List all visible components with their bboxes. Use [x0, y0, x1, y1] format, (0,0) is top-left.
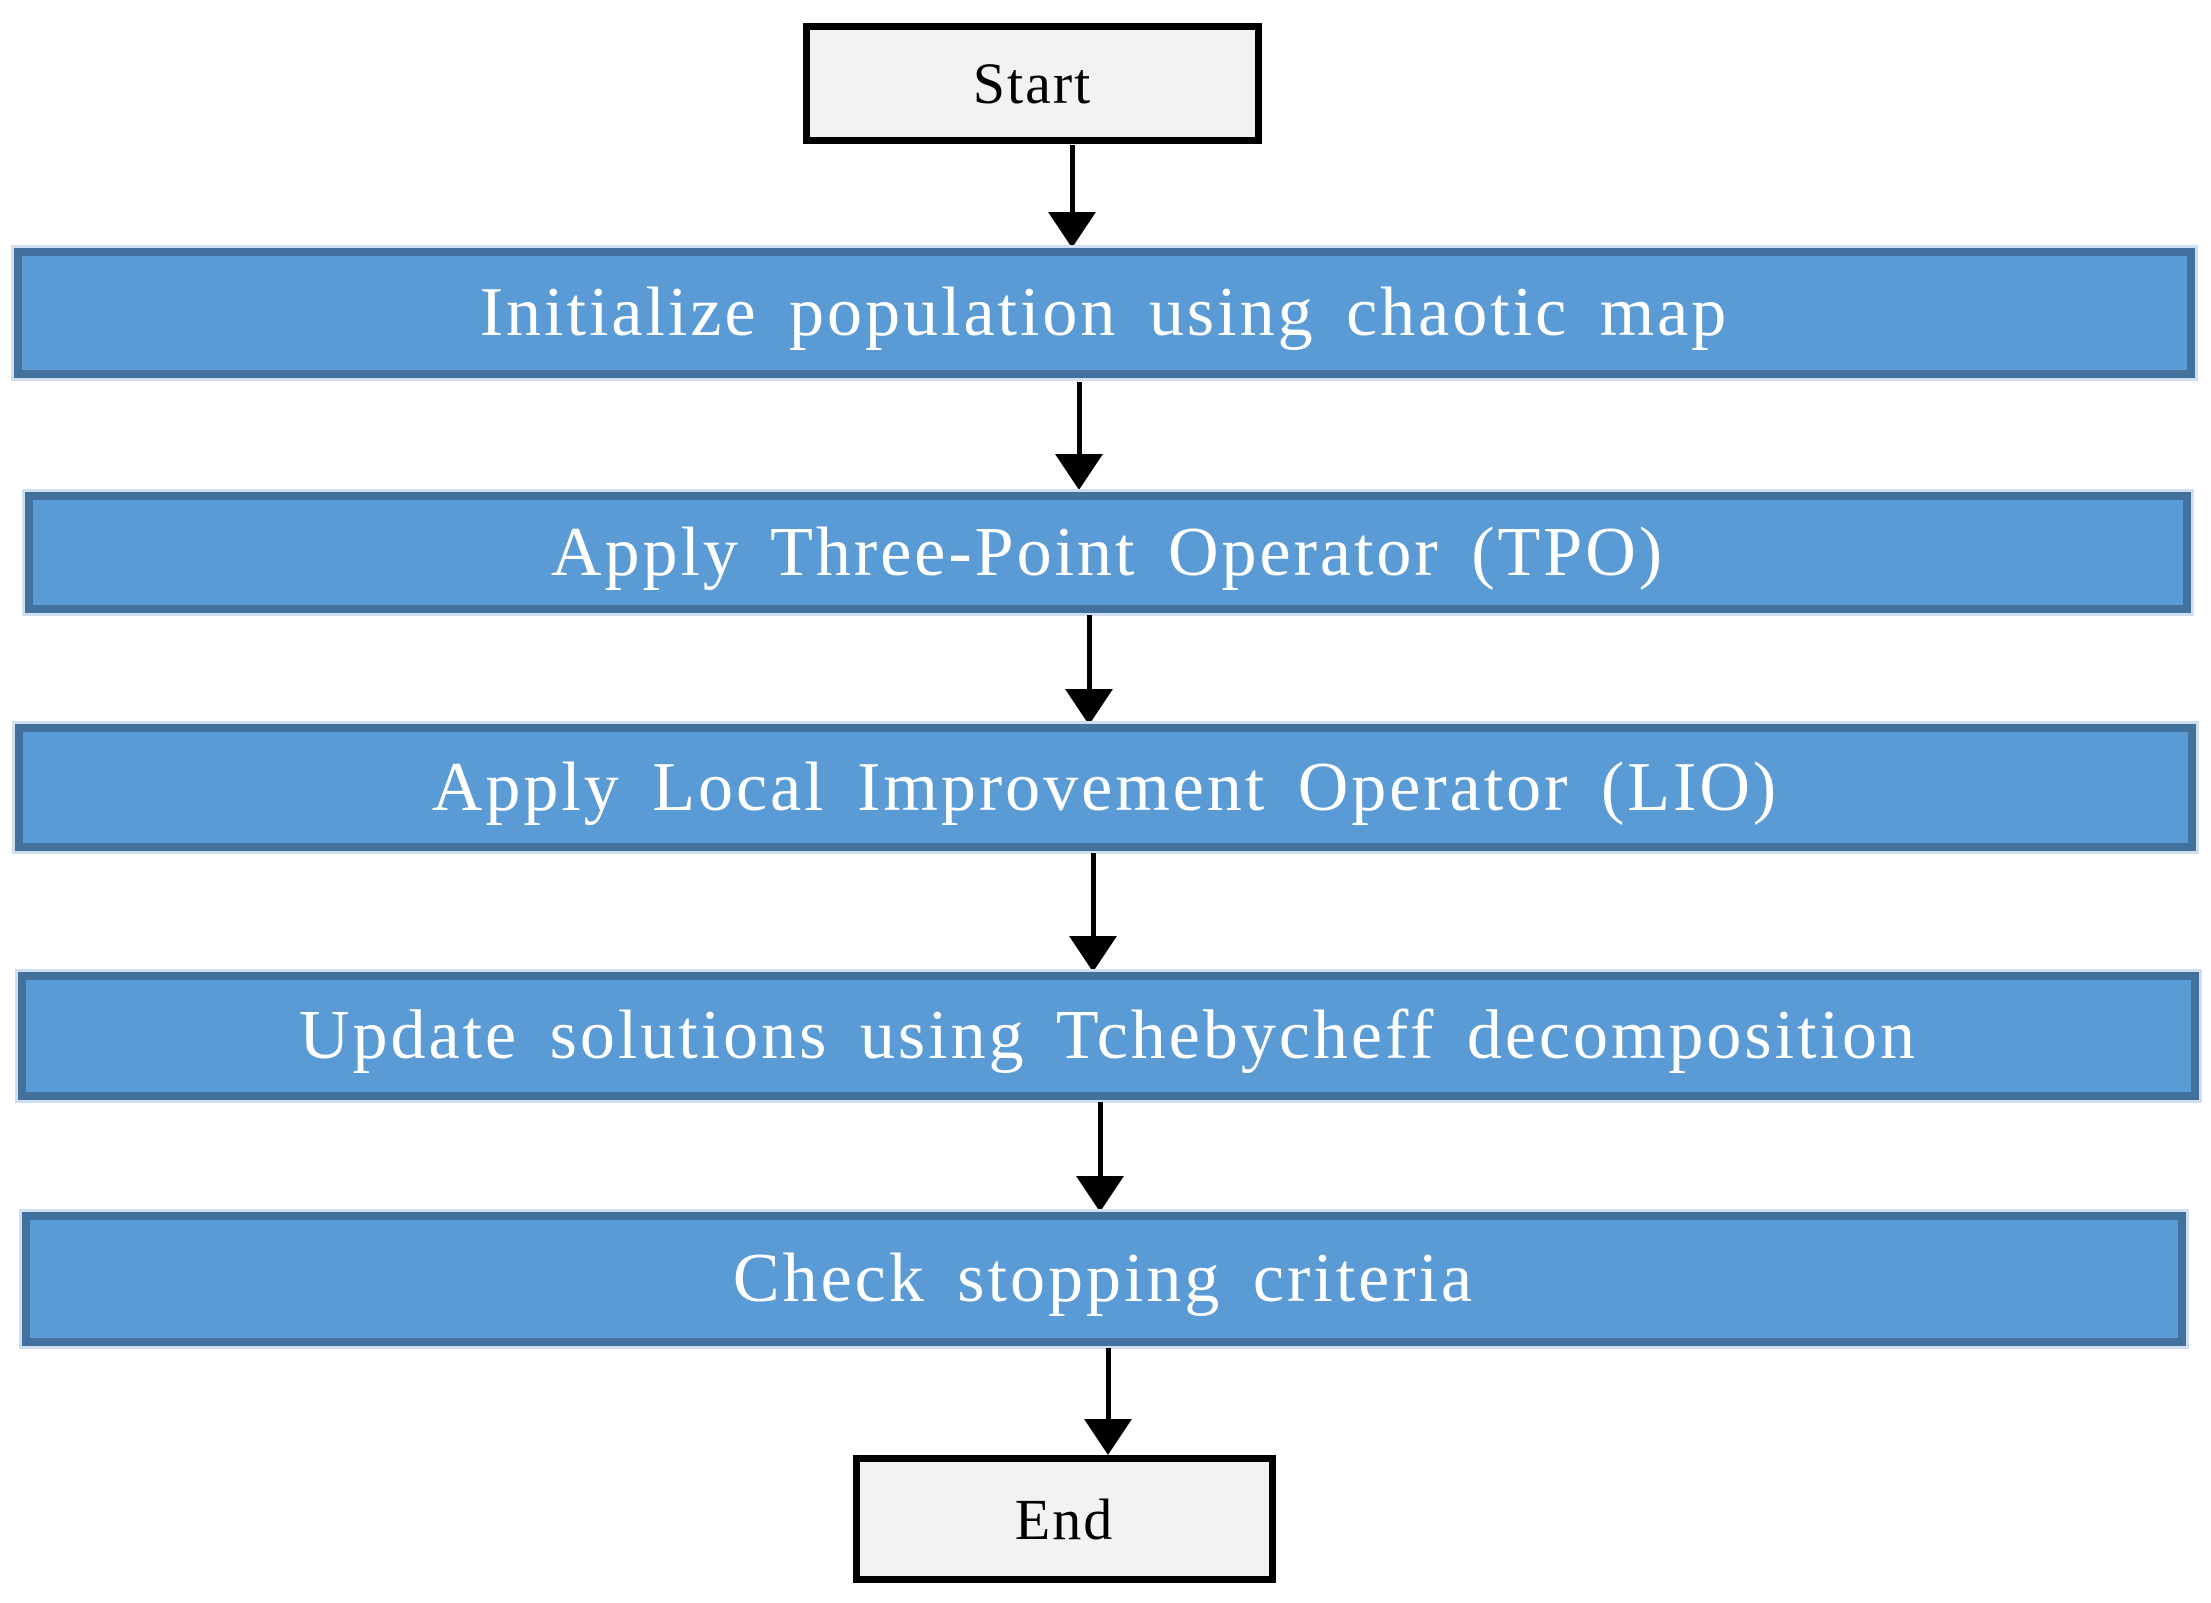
node-label-apply-tpo: Apply Three-Point Operator (TPO): [550, 513, 1666, 591]
arrow-shaft: [1090, 853, 1096, 936]
node-label-end: End: [1014, 1486, 1115, 1552]
node-label-apply-lio: Apply Local Improvement Operator (LIO): [431, 748, 1780, 826]
arrow-shaft: [1097, 1102, 1103, 1176]
node-label-check-stopping-criteria: Check stopping criteria: [732, 1240, 1476, 1317]
arrow-initialize-to-tpo: [1055, 382, 1103, 490]
arrow-head-icon: [1084, 1419, 1132, 1455]
flowchart-node-apply-lio: Apply Local Improvement Operator (LIO): [15, 724, 2196, 851]
arrow-start-to-initialize: [1048, 145, 1096, 248]
arrow-head-icon: [1048, 212, 1096, 248]
arrow-head-icon: [1055, 454, 1103, 490]
flowchart-node-start: Start: [803, 23, 1262, 144]
flowchart-node-initialize-population: Initialize population using chaotic map: [14, 248, 2195, 378]
flowchart-node-update-solutions: Update solutions using Tchebycheff decom…: [18, 972, 2199, 1100]
arrow-check-to-end: [1084, 1348, 1132, 1455]
arrow-shaft: [1076, 382, 1082, 454]
node-label-start: Start: [972, 51, 1093, 116]
flowchart-node-check-stopping-criteria: Check stopping criteria: [22, 1212, 2186, 1346]
arrow-shaft: [1069, 145, 1075, 212]
arrow-shaft: [1086, 615, 1092, 689]
arrow-head-icon: [1065, 689, 1113, 725]
arrow-shaft: [1105, 1348, 1111, 1419]
arrow-head-icon: [1076, 1176, 1124, 1212]
flowchart-node-end: End: [853, 1455, 1276, 1583]
arrow-head-icon: [1069, 936, 1117, 972]
arrow-update-to-check: [1076, 1102, 1124, 1212]
flowchart-node-apply-tpo: Apply Three-Point Operator (TPO): [25, 492, 2191, 613]
arrow-tpo-to-lio: [1065, 615, 1113, 725]
node-label-update-solutions: Update solutions using Tchebycheff decom…: [298, 997, 1919, 1074]
node-label-initialize-population: Initialize population using chaotic map: [479, 274, 1730, 351]
arrow-lio-to-update: [1069, 853, 1117, 972]
